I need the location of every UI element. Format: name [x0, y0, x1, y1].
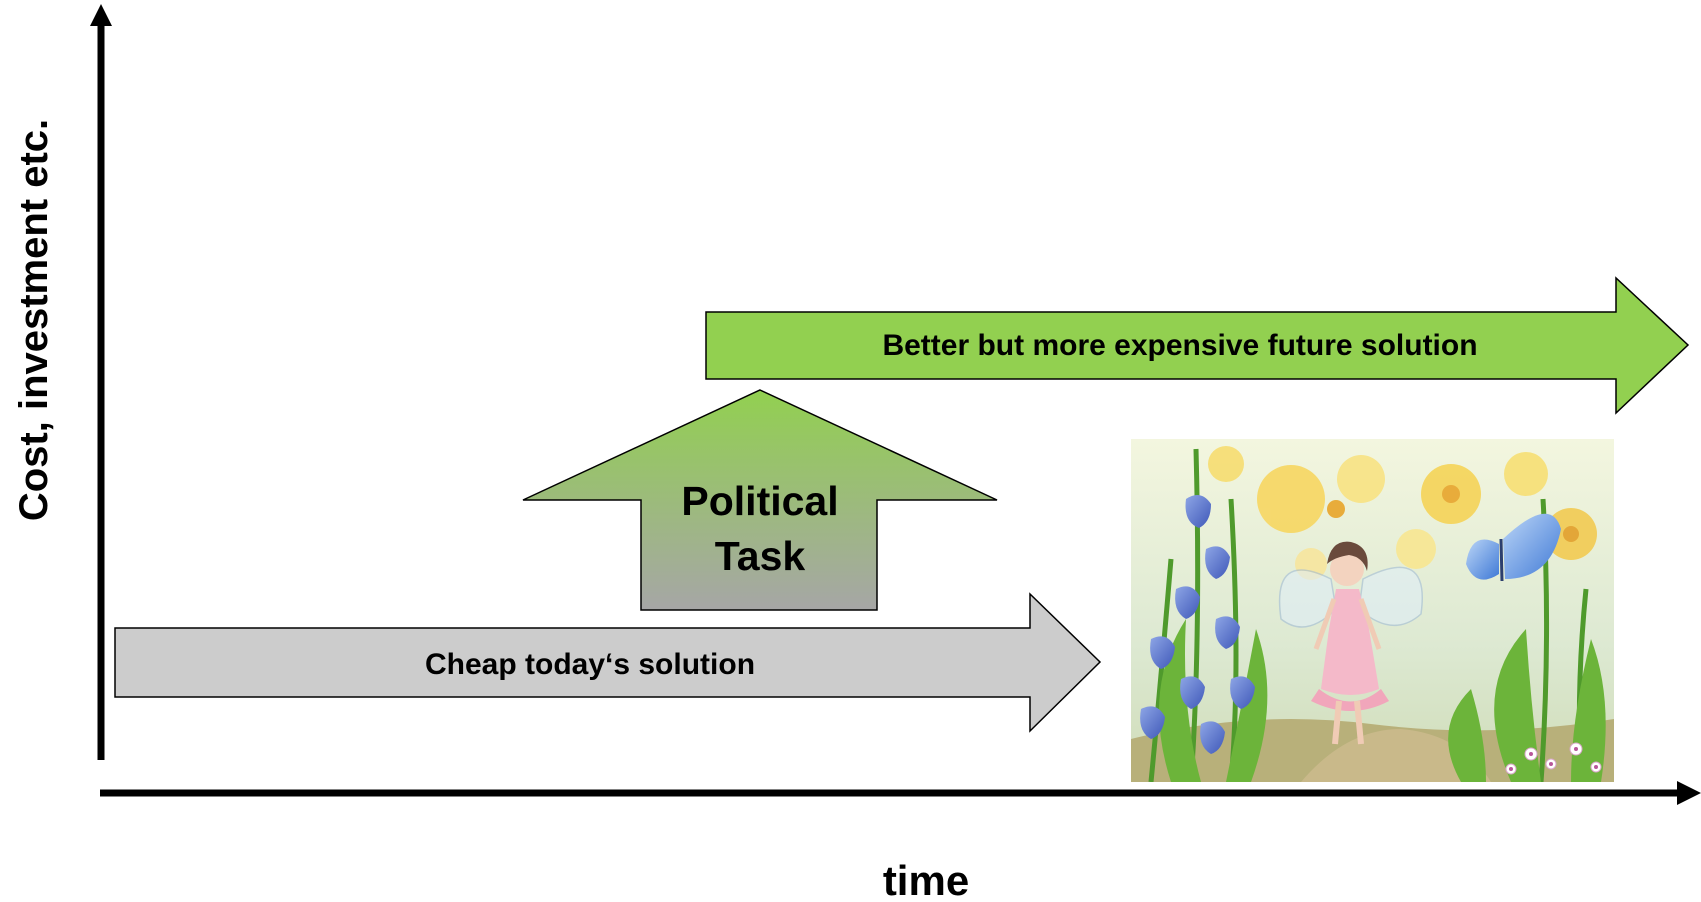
y-axis — [90, 4, 112, 760]
future-solution-label: Better but more expensive future solutio… — [882, 329, 1477, 362]
today-solution-label: Cheap today‘s solution — [425, 648, 755, 681]
political-task-label-line1: Political — [681, 478, 838, 524]
political-task-arrow: Political Task — [522, 389, 998, 611]
y-axis-label: Cost, investment etc. — [12, 119, 56, 521]
political-task-label-line2: Task — [715, 533, 806, 579]
future-solution-arrow: Better but more expensive future solutio… — [705, 276, 1690, 415]
fairy-garden-illustration — [1131, 439, 1614, 782]
today-solution-arrow: Cheap today‘s solution — [114, 592, 1102, 733]
x-axis — [100, 781, 1701, 805]
x-axis-label: time — [883, 857, 969, 902]
